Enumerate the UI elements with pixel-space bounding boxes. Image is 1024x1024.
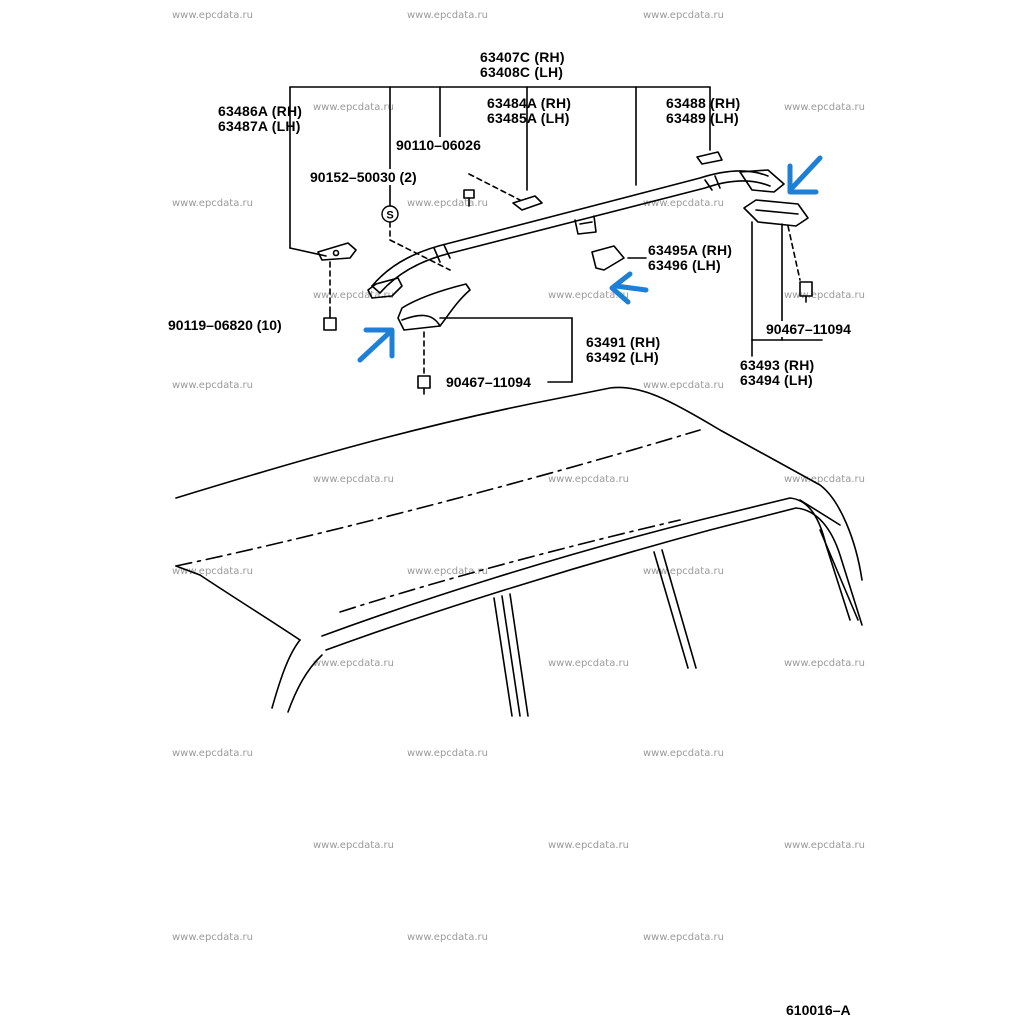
watermark-text: www.epcdata.ru [643,10,724,21]
watermark-text: www.epcdata.ru [643,198,724,209]
highlight-arrows [357,155,823,363]
part-number: 63488 (RH) [666,95,741,111]
label-rear-leg: 63488 (RH) 63489 (LH) [666,96,740,126]
label-front-leg: 63486A (RH) 63487A (LH) [218,104,302,134]
watermark-text: www.epcdata.ru [172,380,253,391]
arrow-rear-cover-head [787,163,819,195]
arrow-front-cover-head [363,327,395,359]
assembly-lines [329,173,801,375]
watermark-text: www.epcdata.ru [172,566,253,577]
watermark-text: www.epcdata.ru [407,10,488,21]
watermark-text: www.epcdata.ru [784,290,865,301]
watermark-text: www.epcdata.ru [172,932,253,943]
arrow-mid-cover-head [609,271,633,305]
watermark-text: www.epcdata.ru [548,840,629,851]
part-number: 63486A (RH) [218,103,303,119]
arrow-rear-cover [789,155,823,191]
part-number: 63407C (RH) [480,49,565,65]
watermark-text: www.epcdata.ru [313,658,394,669]
watermark-text: www.epcdata.ru [407,198,488,209]
label-leaders [439,221,823,383]
vehicle-hidden-lines [175,429,701,613]
part-number: 63495A (RH) [648,242,733,258]
watermark-text: www.epcdata.ru [784,102,865,113]
watermark-text: www.epcdata.ru [784,658,865,669]
watermark-text: www.epcdata.ru [407,932,488,943]
rail-legs [317,151,723,261]
label-clip-rear: 90467–11094 [766,321,851,337]
drawing-code: 610016–A [786,1002,851,1018]
watermark-text: www.epcdata.ru [643,380,724,391]
label-front-cover: 63491 (RH) 63492 (LH) [586,335,660,365]
watermark-text: www.epcdata.ru [407,748,488,759]
rail-leader-lines [289,86,711,257]
watermark-text: www.epcdata.ru [784,474,865,485]
label-screw: 90110–06026 [396,137,481,153]
watermark-text: www.epcdata.ru [643,932,724,943]
label-mid-leg: 63484A (RH) 63485A (LH) [487,96,571,126]
vehicle-roof [175,386,863,717]
label-roof-rail: 63407C (RH) 63408C (LH) [480,50,565,80]
watermark-text: www.epcdata.ru [643,566,724,577]
part-number: 63487A (LH) [218,118,301,134]
watermark-text: www.epcdata.ru [313,474,394,485]
label-mid-cover: 63495A (RH) 63496 (LH) [648,243,732,273]
part-number: 63491 (RH) [586,334,661,350]
watermark-text: www.epcdata.ru [172,10,253,21]
part-number: 63492 (LH) [586,349,659,365]
arrow-mid-cover [613,283,649,293]
roof-rail [367,169,785,299]
arrow-front-cover [357,329,393,363]
fasteners [323,189,813,395]
part-number: 63493 (RH) [740,357,815,373]
part-number: 63494 (LH) [740,372,813,388]
watermark-text: www.epcdata.ru [407,566,488,577]
watermark-text: www.epcdata.ru [313,840,394,851]
s-mark-symbol: S [381,205,399,223]
watermark-text: www.epcdata.ru [172,198,253,209]
label-rear-cover: 63493 (RH) 63494 (LH) [740,358,814,388]
watermark-text: www.epcdata.ru [548,290,629,301]
watermark-text: www.epcdata.ru [784,840,865,851]
watermark-text: www.epcdata.ru [548,474,629,485]
svg-text:S: S [386,210,393,222]
watermark-text: www.epcdata.ru [313,102,394,113]
watermark-text: www.epcdata.ru [172,748,253,759]
part-number: 63484A (RH) [487,95,572,111]
part-number: 63408C (LH) [480,64,564,80]
part-number: 63489 (LH) [666,110,739,126]
watermark-text: www.epcdata.ru [548,658,629,669]
watermark-text: www.epcdata.ru [313,290,394,301]
watermark-text: www.epcdata.ru [643,748,724,759]
rail-covers [397,199,809,331]
label-screw-s: 90152–50030 (2) [310,169,417,185]
part-number: 63496 (LH) [648,257,721,273]
label-clip-front: 90467–11094 [446,374,531,390]
label-bolt: 90119–06820 (10) [168,317,282,333]
part-number: 63485A (LH) [487,110,570,126]
